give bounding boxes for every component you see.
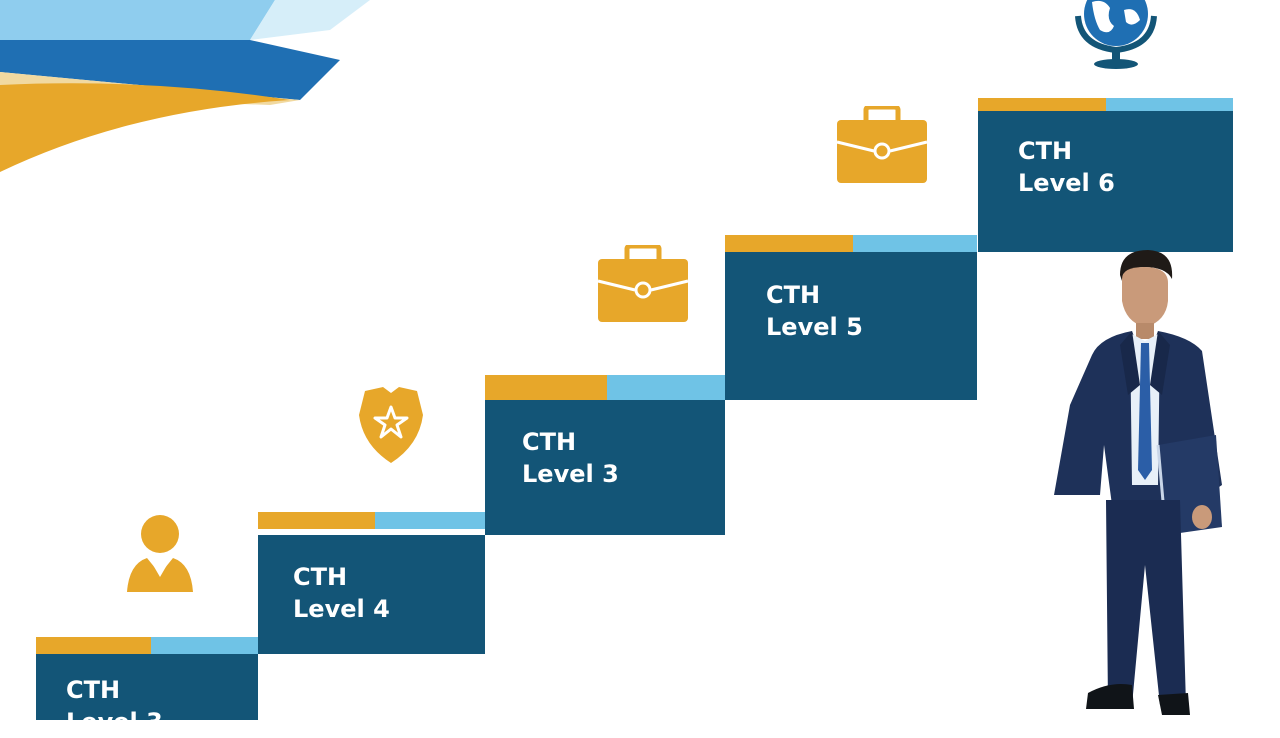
step-title: CTH (766, 281, 821, 309)
step-accent-bar (978, 98, 1233, 111)
step-level-5: CTH Level 5 (725, 235, 977, 400)
step-accent-bar (258, 512, 485, 529)
step-title: CTH (522, 428, 577, 456)
step-accent-bar (485, 375, 725, 400)
step-box: CTH Level 4 (258, 535, 485, 654)
step-level-3-middle: CTH Level 3 (485, 375, 725, 535)
step-box: CTH Level 6 (978, 111, 1233, 252)
businessman-figure (1054, 250, 1222, 715)
person-icon (127, 515, 193, 592)
corner-wave-decoration (0, 0, 370, 172)
step-level: Level 4 (293, 595, 390, 623)
step-level-3-bottom: CTH Level 3 (36, 637, 258, 736)
step-level: Level 3 (66, 708, 163, 736)
step-level: Level 6 (1018, 169, 1115, 197)
step-level-4: CTH Level 4 (258, 512, 485, 654)
step-accent-bar (36, 637, 258, 654)
step-title: CTH (293, 563, 348, 591)
step-title: CTH (1018, 137, 1073, 165)
step-title: CTH (66, 676, 121, 704)
step-level: Level 5 (766, 313, 863, 341)
step-accent-bar (725, 235, 977, 252)
step-box: CTH Level 5 (725, 252, 977, 400)
step-box: CTH Level 3 (36, 654, 258, 736)
step-level: Level 3 (522, 460, 619, 488)
globe-icon (1075, 0, 1157, 69)
step-box: CTH Level 3 (485, 400, 725, 535)
briefcase-icon (836, 106, 928, 183)
step-level-6: CTH Level 6 (978, 98, 1233, 252)
briefcase-icon (597, 245, 689, 322)
shield-star-icon (359, 387, 423, 463)
